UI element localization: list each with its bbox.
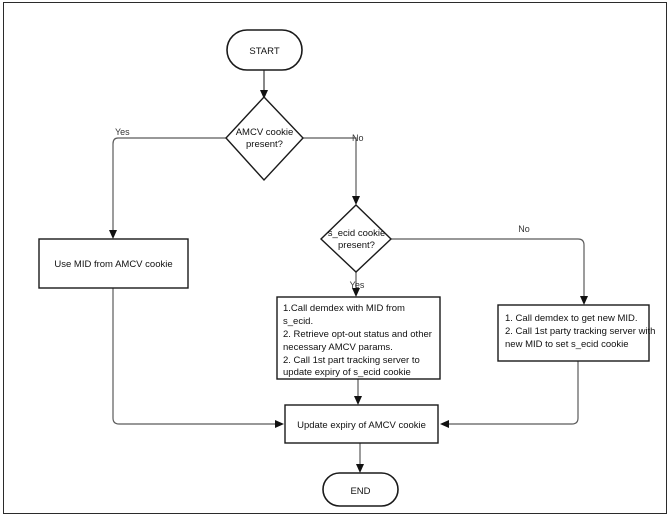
node-process-demdex-mid: 1.Call demdex with MID from s_ecid. 2. R… xyxy=(276,296,441,380)
edge-secid-yes xyxy=(352,272,360,297)
edge-usemid-to-update xyxy=(112,288,284,428)
node-process-new-mid-line-1: 1. Call demdex to get new MID. xyxy=(505,313,638,324)
node-use-mid-label: Use MID from AMCV cookie xyxy=(54,259,172,270)
node-start: START xyxy=(226,29,303,71)
node-decision-amcv: AMCV cookie present? xyxy=(225,95,304,182)
node-process-new-mid-line-2: 2. Call 1st party tracking server with xyxy=(505,326,655,337)
node-process-demdex-mid-line-4: necessary AMCV params. xyxy=(283,342,393,353)
node-end: END xyxy=(322,472,399,507)
node-decision-amcv-label-line1: AMCV cookie xyxy=(236,127,294,138)
node-process-new-mid: 1. Call demdex to get new MID. 2. Call 1… xyxy=(497,304,655,362)
node-process-demdex-mid-line-1: 1.Call demdex with MID from xyxy=(283,303,405,314)
node-decision-secid: s_ecid cookie present? xyxy=(319,204,393,273)
edge-label-amcv-yes: Yes xyxy=(115,127,130,137)
node-update-expiry-label: Update expiry of AMCV cookie xyxy=(297,420,426,431)
edge-label-secid-yes: Yes xyxy=(350,280,365,290)
node-start-label: START xyxy=(249,46,279,57)
edge-newmid-to-update xyxy=(440,361,579,428)
edge-update-to-end xyxy=(356,443,364,473)
edge-amcv-yes xyxy=(109,137,226,239)
node-decision-secid-label-line1: s_ecid cookie xyxy=(328,228,386,239)
edge-secid-no xyxy=(391,238,588,305)
edge-label-amcv-no: No xyxy=(352,133,364,143)
node-process-demdex-mid-line-2: s_ecid. xyxy=(283,316,313,327)
node-update-expiry: Update expiry of AMCV cookie xyxy=(284,404,439,444)
edge-amcv-no xyxy=(303,137,360,205)
node-process-demdex-mid-line-6: update expiry of s_ecid cookie xyxy=(283,367,411,378)
edge-start-to-amcv xyxy=(260,70,268,99)
node-process-demdex-mid-line-3: 2. Retrieve opt-out status and other xyxy=(283,329,432,340)
node-decision-amcv-label-line2: present? xyxy=(246,139,283,150)
node-end-label: END xyxy=(350,486,370,497)
node-process-demdex-mid-line-5: 2. Call 1st part tracking server to xyxy=(283,355,420,366)
node-decision-secid-label-line2: present? xyxy=(338,240,375,251)
edge-demdex-to-update xyxy=(354,379,362,405)
edge-label-secid-no: No xyxy=(518,224,530,234)
node-use-mid: Use MID from AMCV cookie xyxy=(38,238,189,289)
node-process-new-mid-line-3: new MID to set s_ecid cookie xyxy=(505,339,629,350)
